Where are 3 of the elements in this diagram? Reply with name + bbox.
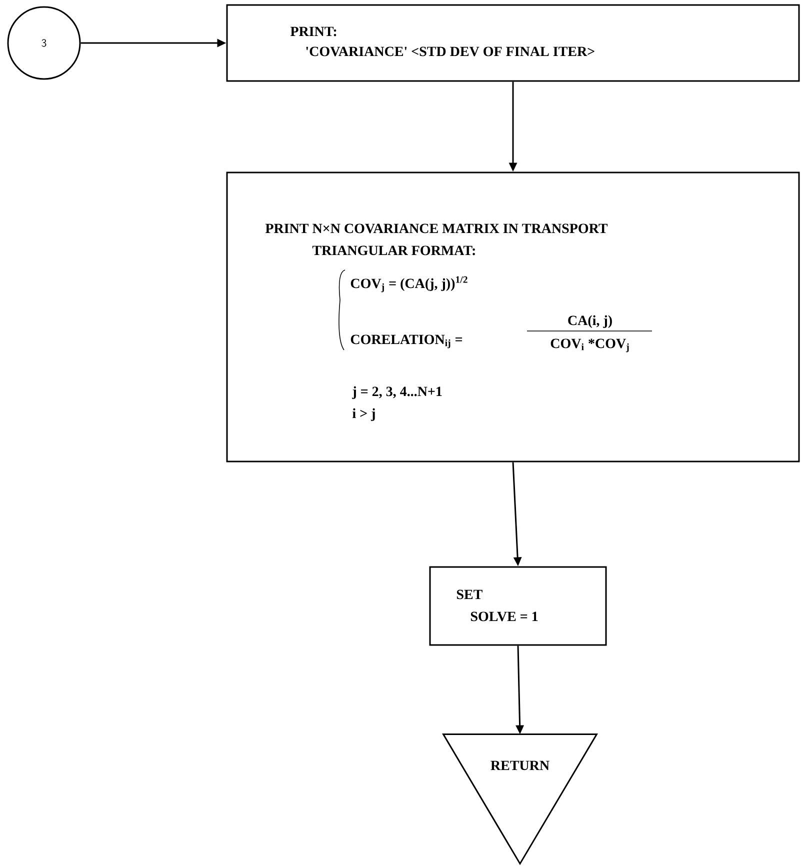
process-box: SET SOLVE = 1 bbox=[429, 566, 607, 646]
process-box: PRINT: 'COVARIANCE' <STD DEV OF FINAL ITER> bbox=[226, 4, 800, 82]
process-box: PRINT N×N COVARIANCE MATRIX IN TRANSPORT TRIANGULAR FORMAT: COV$_{j}$ = (CA(j, j))$^{1/2}$ CORELATION$_{ij}$ = CA(i, j) COV$_{i}$ *COV$_{j}$ j = 2, 3, 4...N+1 i > j bbox=[226, 172, 800, 462]
